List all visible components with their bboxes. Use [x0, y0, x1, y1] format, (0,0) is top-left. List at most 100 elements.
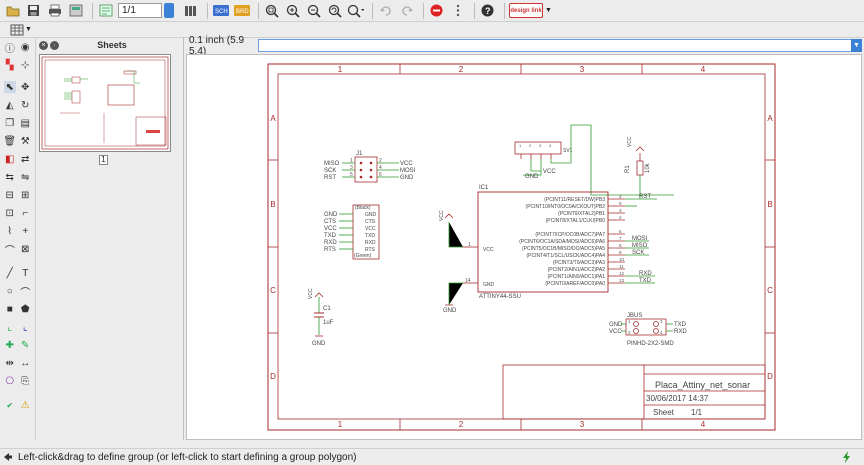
move-group-icon[interactable]: ✥ [21, 81, 30, 93]
print-icon[interactable] [46, 2, 63, 19]
c1-capacitor[interactable]: VCC C1 1uF GND [308, 288, 334, 347]
optimize-icon[interactable]: + [22, 225, 29, 237]
sheet-spinner[interactable] [164, 3, 174, 18]
svg-text:RST: RST [324, 175, 336, 181]
zoom-in-icon[interactable] [284, 2, 301, 19]
command-line-input[interactable]: ▼ [258, 39, 862, 52]
cam-processor-icon[interactable] [67, 2, 84, 19]
attribute-icon[interactable]: ⇹ [5, 357, 14, 369]
svg-text:4: 4 [660, 330, 663, 335]
gateswap-icon[interactable]: ⎘ [21, 375, 30, 387]
svg-text:?: ? [485, 6, 491, 16]
command-history-dropdown[interactable]: ▼ [851, 39, 862, 52]
ripup-icon[interactable]: ⊠ [21, 243, 30, 255]
bus-icon[interactable]: ⌞ [22, 321, 28, 333]
delete-icon[interactable]: 🗑 [3, 135, 17, 147]
miter-icon[interactable]: ⌐ [22, 207, 29, 219]
svg-text:(PCINT6/OC1A/SDA/MOSI/ADC6)PA6: (PCINT6/OC1A/SDA/MOSI/ADC6)PA6 [519, 239, 605, 245]
layers-icon[interactable]: ▚ [5, 59, 14, 71]
errors-icon[interactable]: ⚠ [20, 399, 30, 411]
arc-icon[interactable]: ⌒ [20, 287, 31, 299]
sheet-thumbnail[interactable] [39, 54, 171, 152]
svg-text:12: 12 [619, 271, 625, 276]
redo-icon[interactable] [398, 2, 415, 19]
open-folder-icon[interactable] [4, 2, 21, 19]
rotate-icon[interactable]: ↻ [21, 99, 30, 111]
sheets-panel: × · Sheets 1 [36, 38, 184, 440]
pinswap-icon[interactable]: ⇋ [21, 171, 30, 183]
zoom-fit-icon[interactable] [263, 2, 280, 19]
sonar-connector[interactable]: SV1 1 2 3 4 VCC GND [514, 124, 674, 196]
ic1-attiny44[interactable]: IC1 ATTINY44-SSU VCC GND 1 14 (PCINT11/R… [448, 185, 657, 305]
lightning-icon[interactable] [842, 451, 852, 463]
svg-text:MISO: MISO [324, 161, 340, 167]
svg-text:2: 2 [619, 215, 622, 220]
wrench-icon[interactable]: ⚒ [20, 135, 30, 147]
add-part-icon[interactable]: ◧ [5, 153, 15, 165]
line-icon[interactable]: ╱ [6, 267, 13, 279]
stop-icon[interactable] [428, 2, 445, 19]
panel-options-icon[interactable]: · [50, 40, 59, 50]
ftdi-header[interactable]: GND CTS VCC TXD RXD RTS (Black) GND CTS … [324, 204, 380, 260]
value-icon[interactable]: ⊞ [21, 189, 30, 201]
svg-text:10: 10 [619, 257, 625, 262]
title-block-sheet-label: Sheet [653, 408, 675, 417]
erc-icon[interactable]: ✔ [6, 400, 14, 410]
svg-text:(PCINT1/AIN0/ADC1)PA1: (PCINT1/AIN0/ADC1)PA1 [548, 274, 606, 280]
copy-icon[interactable]: ❐ [5, 117, 15, 129]
svg-text:5: 5 [350, 172, 353, 178]
name-icon[interactable]: ⊟ [5, 189, 14, 201]
route-icon[interactable]: ⌒ [4, 245, 15, 257]
close-panel-icon[interactable]: × [39, 40, 48, 50]
design-link-logo[interactable]: design link [509, 3, 543, 18]
svg-text:1: 1 [519, 143, 522, 148]
invoke-icon[interactable]: ⇆ [5, 171, 14, 183]
mirror-icon[interactable]: ◭ [5, 99, 14, 111]
label-icon[interactable]: ✎ [21, 339, 30, 351]
zoom-out-icon[interactable] [305, 2, 322, 19]
library-icon[interactable] [182, 2, 199, 19]
junction-icon[interactable]: ✚ [5, 339, 14, 351]
show-icon[interactable]: ◉ [20, 41, 30, 53]
move-icon[interactable]: ⬉ [3, 81, 16, 93]
text-icon[interactable]: T [22, 267, 29, 279]
frame-icon[interactable]: ⎔ [5, 375, 15, 387]
svg-text:1: 1 [628, 319, 631, 324]
more-options-icon[interactable] [449, 2, 466, 19]
j1-header[interactable]: J1 MISO SCK RST VCC MOSI GND 1 3 5 2 4 6 [324, 151, 416, 183]
polygon-icon[interactable]: ⬟ [20, 303, 30, 315]
info-icon[interactable]: ⓘ [4, 43, 15, 55]
smash-icon[interactable]: ⊡ [5, 207, 14, 219]
jbus-connector[interactable]: JBUS 1 2 3 4 GND VCC TXD RXD PINHD-2X2-S… [609, 313, 687, 347]
sheet-number[interactable]: 1 [99, 155, 108, 165]
schematic-canvas[interactable]: 1 2 3 4 1 2 3 4 A B C D A B C D Placa_At… [186, 54, 862, 440]
sheet-icon[interactable] [97, 2, 114, 19]
r1-resistor[interactable]: VCC R1 10k [625, 136, 651, 199]
logo-dropdown-icon[interactable]: ▼ [545, 7, 552, 14]
circle-icon[interactable]: ○ [6, 285, 13, 297]
sheet-selector[interactable]: 1/1 [118, 3, 162, 18]
board-switch-icon[interactable]: SCH [212, 2, 229, 19]
undo-icon[interactable] [377, 2, 394, 19]
mark-icon[interactable]: ⊹ [21, 59, 30, 71]
col-label-4: 4 [701, 65, 706, 74]
dimension-icon[interactable]: ↔ [20, 357, 31, 369]
svg-text:RXD: RXD [639, 271, 652, 277]
zoom-select-icon[interactable] [347, 2, 364, 19]
grid-icon[interactable]: ▼ [10, 24, 32, 36]
svg-text:6: 6 [379, 172, 382, 178]
save-icon[interactable] [25, 2, 42, 19]
svg-text:BRD: BRD [236, 9, 249, 15]
row-label-b: B [270, 200, 275, 209]
net-icon[interactable]: ⌞ [7, 321, 13, 333]
zoom-redraw-icon[interactable] [326, 2, 343, 19]
rectangle-icon[interactable]: ■ [6, 303, 13, 315]
svg-text:IC1: IC1 [479, 185, 489, 191]
col-label-3: 3 [580, 65, 585, 74]
split-icon[interactable]: ⌇ [7, 225, 13, 237]
replace-icon[interactable]: ⇄ [21, 153, 30, 165]
svg-text:(PCINT2/AIN1/ADC2)PA2: (PCINT2/AIN1/ADC2)PA2 [548, 267, 606, 273]
help-icon[interactable]: ? [479, 2, 496, 19]
schematic-switch-icon[interactable]: BRD [233, 2, 250, 19]
paste-icon[interactable]: ▤ [20, 117, 30, 129]
